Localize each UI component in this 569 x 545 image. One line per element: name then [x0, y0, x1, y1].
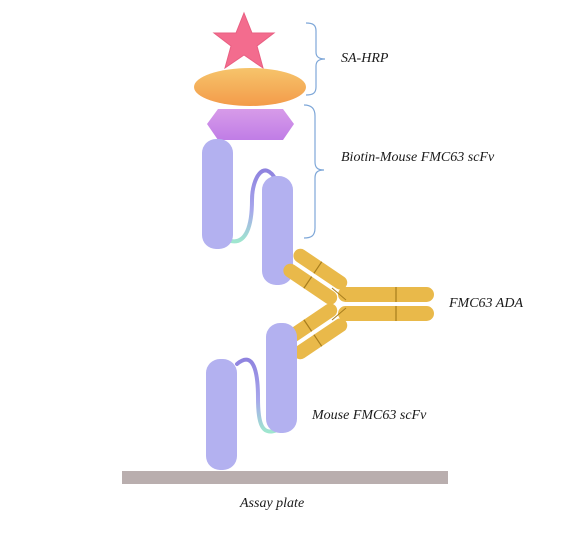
biotin-scfv-bracket: [303, 104, 325, 239]
hrp-star: [212, 11, 276, 70]
top-scfv-linker: [229, 168, 278, 244]
assay-plate: [122, 471, 448, 484]
biotin-scfv: [202, 139, 293, 285]
biotin-scfv-label: Biotin-Mouse FMC63 scFv: [341, 150, 495, 165]
assay-plate-label: Assay plate: [240, 496, 305, 511]
mouse-scfv: [206, 323, 297, 470]
bottom-scfv-linker: [235, 357, 279, 434]
top-scfv-vh-domain: [202, 139, 233, 249]
bottom-scfv-vh-domain: [206, 359, 237, 470]
streptavidin: [194, 68, 306, 106]
sa-hrp-label: SA-HRP: [341, 51, 389, 66]
biotin-hexagon: [207, 109, 294, 140]
fmc63-ada-label: FMC63 ADA: [449, 296, 524, 311]
bottom-scfv-vl-domain: [266, 323, 297, 433]
sa-hrp-bracket: [305, 22, 326, 96]
mouse-scfv-label: Mouse FMC63 scFv: [312, 408, 427, 423]
fmc63-ada-antibody: [283, 248, 434, 360]
top-scfv-vl-domain: [262, 176, 293, 285]
